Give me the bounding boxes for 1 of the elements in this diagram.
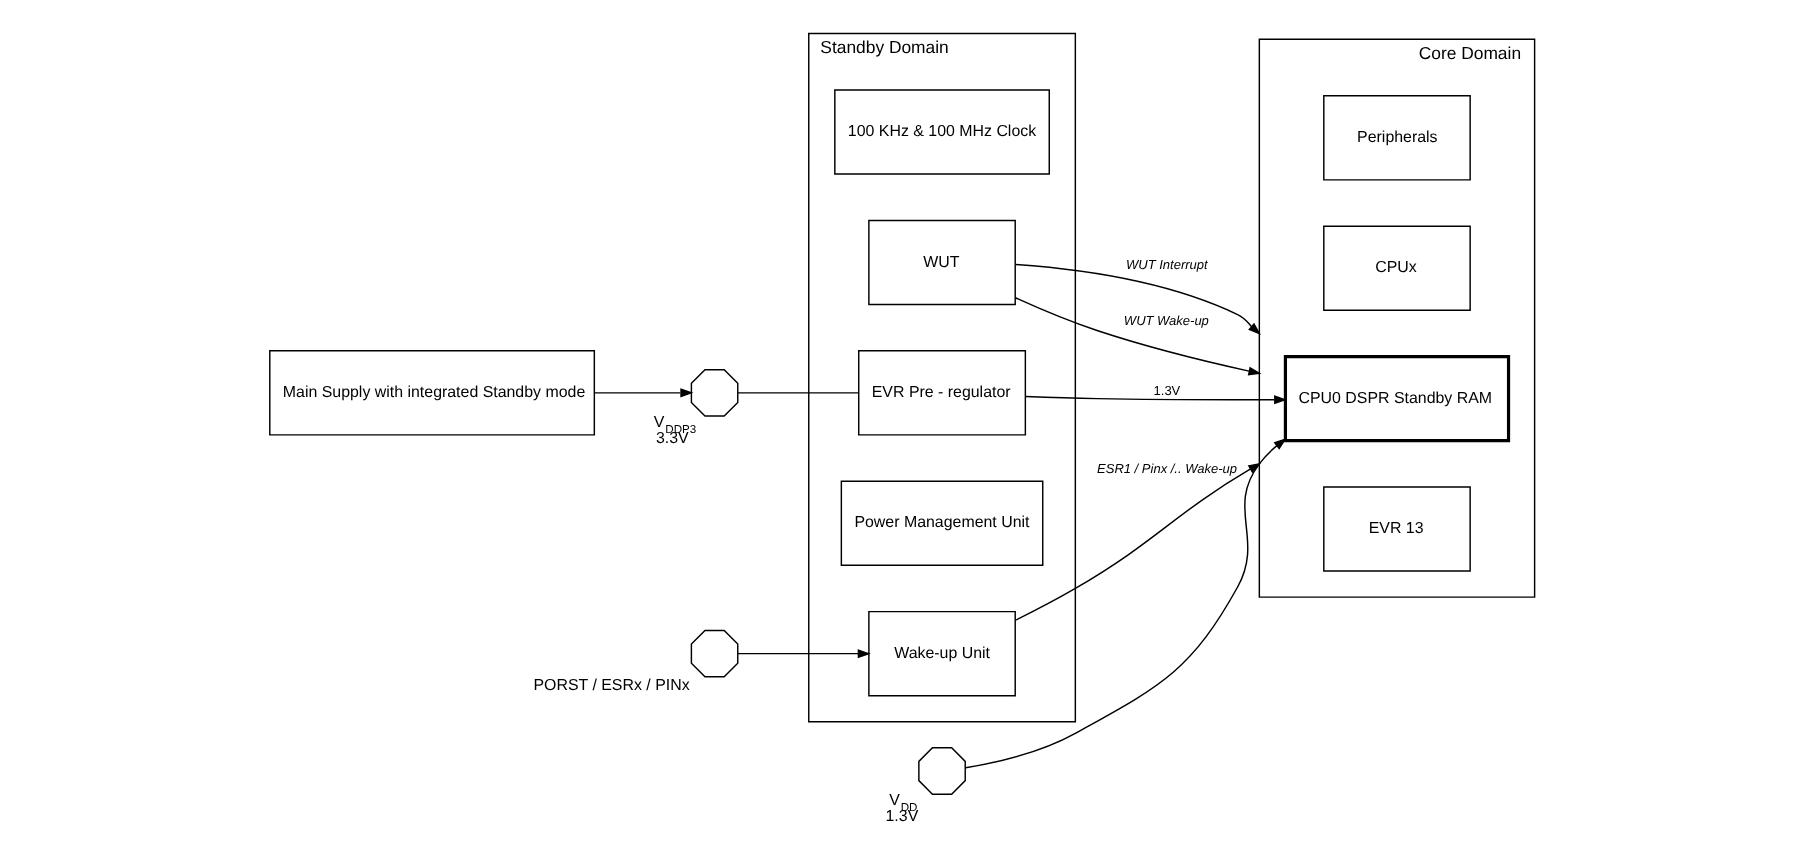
- node-label: PORST / ESRx / PINx: [533, 675, 690, 694]
